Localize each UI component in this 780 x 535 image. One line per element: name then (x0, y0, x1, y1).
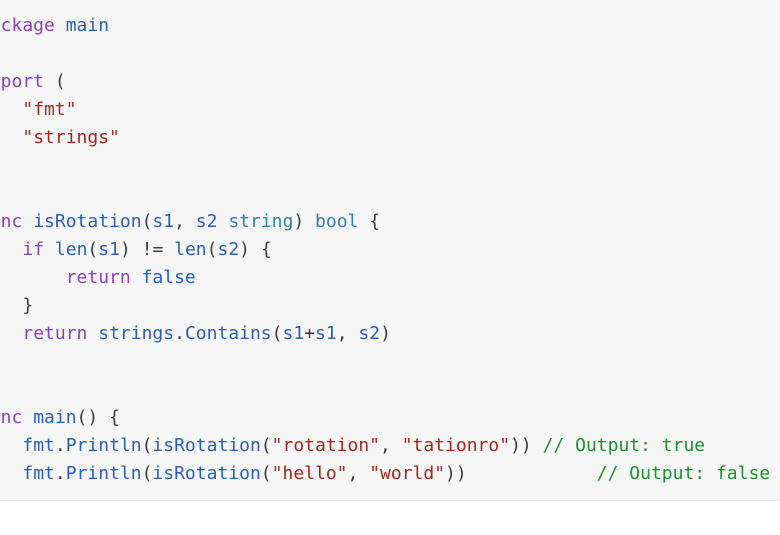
code-token: ) != (119, 239, 175, 260)
code-line: func isRotation(s1, s2 string) bool { (0, 208, 770, 236)
code-line: return false (0, 264, 770, 292)
code-token: s1 (98, 239, 120, 260)
code-token: ( (260, 435, 272, 456)
code-token: } (22, 295, 34, 316)
code-token (0, 323, 22, 344)
code-token: func (0, 211, 23, 232)
code-token: , (380, 435, 402, 456)
code-token: () { (76, 407, 120, 428)
code-line (0, 40, 770, 68)
code-token: len (54, 239, 88, 260)
code-token: isRotation (33, 211, 142, 232)
code-token (131, 267, 142, 288)
code-token: ( (141, 435, 153, 456)
code-token: import (0, 71, 45, 92)
code-line: fmt.Println(isRotation("hello", "world")… (0, 460, 770, 488)
code-token: s1 (282, 323, 305, 344)
code-line: } (0, 348, 770, 376)
code-token: ( (206, 239, 218, 260)
code-token: Println (65, 463, 142, 484)
code-token: // Output: false (596, 463, 771, 484)
code-token (0, 463, 22, 484)
code-token: ( (87, 239, 99, 260)
code-token: "rotation" (271, 435, 381, 456)
code-token: strings (98, 323, 175, 344)
code-token: , (347, 463, 370, 484)
code-token (217, 211, 228, 232)
code-token: main (33, 407, 77, 428)
code-line: import ( (0, 68, 770, 96)
code-token: main (65, 15, 110, 36)
code-line: package main (0, 12, 770, 40)
code-token: s1 (315, 323, 337, 344)
code-token: string (228, 211, 294, 232)
code-token: Println (65, 435, 142, 456)
code-token: Contains (184, 323, 272, 344)
code-token (0, 239, 22, 260)
code-line: } (0, 488, 770, 500)
code-line: return strings.Contains(s1+s1, s2) (0, 320, 770, 348)
code-token: false (141, 267, 196, 288)
code-token: ) { (239, 239, 272, 260)
code-line: if len(s1) != len(s2) { (0, 236, 770, 264)
code-token: isRotation (152, 435, 261, 456)
code-line (0, 180, 770, 208)
code-token: // Output: true (542, 435, 706, 456)
code-token: return (65, 267, 131, 288)
code-token: isRotation (152, 463, 261, 484)
code-line: fmt.Println(isRotation("rotation", "tati… (0, 432, 770, 460)
code-token (0, 267, 66, 288)
code-token: "hello" (271, 463, 348, 484)
code-token: + (304, 323, 316, 344)
code-token: . (174, 323, 185, 344)
code-token: s2 (217, 239, 240, 260)
code-token: "fmt" (22, 99, 77, 120)
code-token: "strings" (22, 127, 120, 148)
code-token: ( (271, 323, 283, 344)
code-token (0, 99, 22, 120)
code-line: func main() { (0, 404, 770, 432)
code-token: ) (293, 211, 316, 232)
code-token: , (336, 323, 359, 344)
code-token: ( (141, 463, 153, 484)
code-token (0, 435, 22, 456)
code-token: )) (510, 435, 543, 456)
code-line: ) (0, 152, 770, 180)
code-line (0, 376, 770, 404)
code-token: "tationro" (401, 435, 511, 456)
code-token: "world" (369, 463, 446, 484)
code-token: )) (445, 463, 597, 484)
code-line: "fmt" (0, 96, 770, 124)
code-token: ( (54, 71, 66, 92)
code-token: . (54, 435, 66, 456)
code-token (87, 323, 98, 344)
code-token: bool (315, 211, 359, 232)
code-token: package (0, 15, 55, 36)
code-token: return (22, 323, 88, 344)
code-token (44, 239, 55, 260)
code-token: func (0, 407, 23, 428)
code-token: . (54, 463, 66, 484)
code-token: , (174, 211, 196, 232)
code-token (0, 127, 22, 148)
code-token: len (174, 239, 207, 260)
code-token: s1 (152, 211, 175, 232)
code-lines: package main import ( "fmt" "strings") f… (0, 12, 770, 500)
code-block: package main import ( "fmt" "strings") f… (0, 12, 780, 501)
code-line: "strings" (0, 124, 770, 152)
code-token: fmt (22, 435, 55, 456)
code-token: s2 (358, 323, 381, 344)
code-token: ( (260, 463, 272, 484)
code-token: { (358, 211, 381, 232)
code-line: } (0, 292, 770, 320)
code-token: fmt (22, 463, 55, 484)
code-token: ) (380, 323, 391, 344)
code-token: if (22, 239, 45, 260)
code-token: ( (141, 211, 153, 232)
code-token: s2 (195, 211, 218, 232)
